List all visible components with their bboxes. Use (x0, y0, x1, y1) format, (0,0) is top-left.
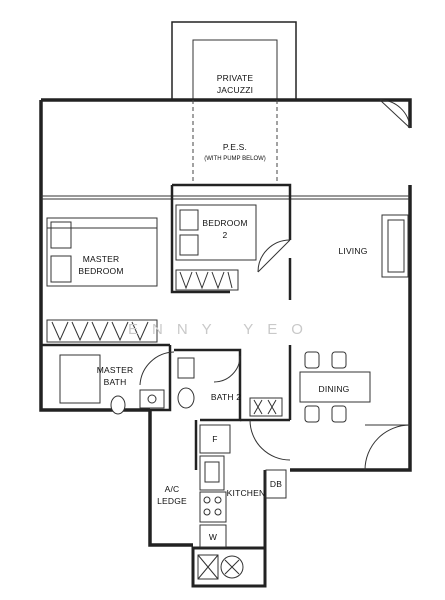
bedroom2-wardrobe (175, 269, 239, 291)
label-private-jacuzzi-1: PRIVATE (217, 73, 254, 83)
master-bath-fixtures (59, 354, 165, 415)
master-wardrobe (46, 319, 158, 343)
kitchen-fixtures (199, 424, 287, 548)
label-washer: W (209, 532, 217, 542)
label-master-bedroom-2: BEDROOM (78, 266, 123, 276)
label-db: DB (270, 479, 282, 489)
label-master-bedroom-1: MASTER (83, 254, 120, 264)
label-fridge: F (212, 434, 217, 444)
label-pes-1: P.E.S. (223, 142, 247, 152)
label-bath2: BATH 2 (211, 392, 241, 402)
label-bedroom2-2: 2 (223, 230, 228, 240)
pes-area (192, 100, 278, 185)
bedroom2-bed (175, 204, 257, 261)
label-kitchen: KITCHEN (227, 488, 266, 498)
service-yard-fixtures (197, 554, 244, 580)
label-dining: DINING (319, 384, 350, 394)
interior-walls (41, 183, 292, 470)
label-pes-2: (WITH PUMP BELOW) (204, 156, 266, 162)
exterior-walls (39, 98, 412, 588)
label-bedroom2-1: BEDROOM (202, 218, 247, 228)
label-private-jacuzzi-2: JACUZZI (217, 85, 253, 95)
watermark: ENNY YEO (128, 321, 317, 338)
label-master-bath-2: BATH (104, 377, 127, 387)
living-sofa (381, 214, 409, 278)
bath2-fixtures (177, 357, 283, 417)
door-swings (139, 99, 411, 471)
balcony-glazing (41, 195, 410, 200)
master-bed (46, 217, 158, 287)
label-master-bath-1: MASTER (97, 365, 134, 375)
dining-set (299, 351, 371, 423)
label-living: LIVING (338, 246, 367, 256)
label-ac-ledge-2: LEDGE (157, 496, 187, 506)
label-ac-ledge-1: A/C (165, 484, 180, 494)
